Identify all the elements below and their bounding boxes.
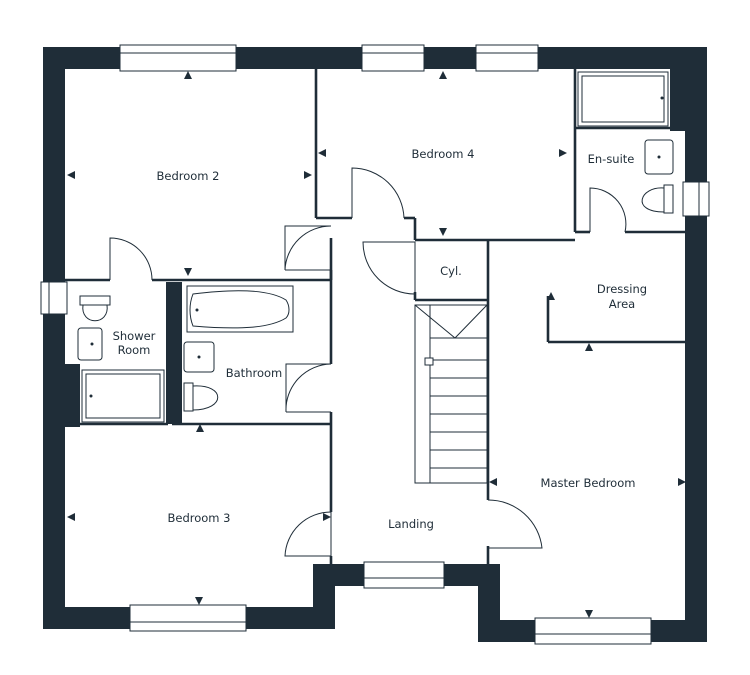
dimension-arrow-icon	[585, 610, 593, 618]
dimension-arrow-icon	[559, 149, 567, 157]
toilet-icon	[79, 295, 111, 322]
fixtures	[77, 71, 674, 423]
dimension-arrow-icon	[678, 478, 686, 486]
window-icon	[119, 44, 237, 72]
label-en-suite: En-suite	[588, 152, 635, 166]
dimension-arrow-icon	[323, 513, 331, 521]
window-icon	[129, 604, 247, 632]
label-shower-room-line-1: Shower	[113, 329, 156, 343]
windows	[40, 44, 710, 645]
dimension-arrow-icon	[184, 268, 192, 276]
dimension-arrow-icon	[67, 513, 75, 521]
label-bedroom-4: Bedroom 4	[412, 147, 475, 161]
interior-walls	[65, 69, 685, 566]
dimension-arrows	[67, 71, 686, 618]
shower-tray-icon	[81, 369, 165, 423]
door-swing-icon	[487, 499, 543, 549]
dimension-arrow-icon	[439, 228, 447, 236]
label-bathroom: Bathroom	[226, 366, 282, 380]
staircase-icon	[414, 304, 488, 484]
basin-icon	[77, 327, 103, 361]
window-icon	[682, 181, 710, 217]
label-dressing-area-line-2: Area	[609, 297, 635, 311]
dimension-arrow-icon	[304, 171, 312, 179]
basin-icon	[183, 341, 215, 373]
door-swing-icon	[285, 363, 332, 413]
window-icon	[534, 617, 652, 645]
door-swing-icon	[284, 511, 332, 557]
window-icon	[361, 44, 425, 72]
label-cylinder: Cyl.	[440, 264, 462, 278]
dimension-arrow-icon	[184, 71, 192, 79]
window-icon	[40, 281, 68, 315]
label-bedroom-3: Bedroom 3	[168, 511, 231, 525]
door-swing-icon	[351, 167, 405, 219]
toilet-icon	[641, 184, 674, 214]
window-icon	[475, 44, 539, 72]
dimension-arrow-icon	[67, 171, 75, 179]
door-swing-icon	[362, 241, 416, 295]
dimension-arrow-icon	[547, 292, 555, 300]
bath-icon	[186, 285, 294, 333]
door-swing-icon	[109, 237, 153, 281]
toilet-icon	[183, 382, 219, 412]
window-icon	[363, 561, 445, 589]
doors	[109, 167, 627, 557]
label-master-bedroom: Master Bedroom	[541, 476, 636, 490]
label-landing: Landing	[388, 517, 434, 531]
dimension-arrow-icon	[489, 478, 497, 486]
dimension-arrow-icon	[439, 71, 447, 79]
door-swing-icon	[284, 225, 332, 271]
dimension-arrow-icon	[195, 597, 203, 605]
label-shower-room-line-2: Room	[118, 343, 151, 357]
room-labels: Bedroom 2 Bedroom 4 En-suite Cyl. Dressi…	[113, 147, 648, 531]
door-swing-icon	[589, 187, 627, 233]
basin-icon	[644, 139, 674, 175]
label-bedroom-2: Bedroom 2	[157, 169, 220, 183]
dimension-arrow-icon	[196, 424, 204, 432]
shower-tray-icon	[577, 71, 669, 127]
label-dressing-area-line-1: Dressing	[597, 282, 647, 296]
dimension-arrow-icon	[318, 149, 326, 157]
dimension-arrow-icon	[585, 343, 593, 351]
